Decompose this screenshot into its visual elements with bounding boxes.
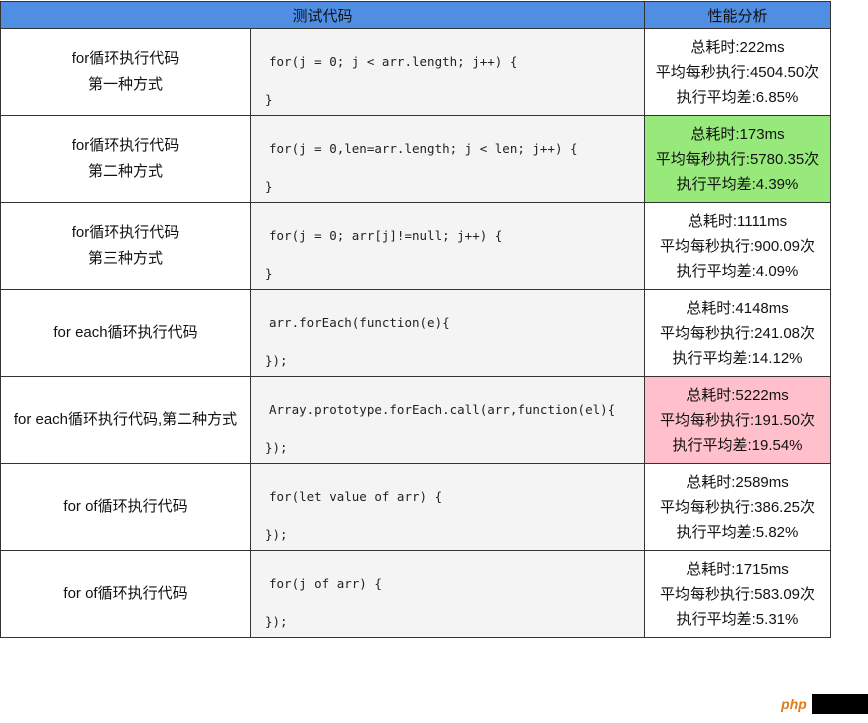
test-name-line: 第三种方式 [87,250,163,267]
total-time: 总耗时:1111ms [687,212,788,230]
ops-per-second: 平均每秒执行:5780.35次 [655,150,820,168]
code-line-open: for(j of arr) { [269,576,382,591]
mean-deviation: 执行平均差:4.09% [676,262,799,280]
total-time: 总耗时:2589ms [686,473,789,491]
perf-cell: 总耗时:5222ms 平均每秒执行:191.50次执行平均差:19.54% [644,376,831,464]
code-line-open: arr.forEach(function(e){ [269,315,450,330]
test-name-line: 第二种方式 [87,163,163,180]
mean-deviation: 执行平均差:5.82% [676,523,799,541]
code-cell: for(j of arr) {}); [250,550,645,638]
ops-per-second: 平均每秒执行:583.09次 [659,585,816,603]
code-line-open: for(j = 0,len=arr.length; j < len; j++) … [269,141,578,156]
perf-cell: 总耗时:1111ms 平均每秒执行:900.09次执行平均差:4.09% [644,202,831,290]
code-cell: for(let value of arr) {}); [250,463,645,551]
total-time: 总耗时:222ms [690,38,785,56]
test-name-cell: for each循环执行代码,第二种方式 [0,376,251,464]
test-name-line: for each循环执行代码,第二种方式 [13,411,238,428]
test-name-line: for of循环执行代码 [63,498,188,515]
perf-cell: 总耗时:222ms 平均每秒执行:4504.50次执行平均差:6.85% [644,28,831,116]
ops-per-second: 平均每秒执行:386.25次 [659,498,816,516]
code-line-close: }); [265,614,288,629]
total-time: 总耗时:1715ms [686,560,789,578]
test-name-line: for each循环执行代码 [53,324,198,341]
test-name-line: 第一种方式 [87,76,163,93]
code-line-close: } [265,92,273,107]
test-name-line: for循环执行代码 [71,50,180,67]
mean-deviation: 执行平均差:6.85% [676,88,799,106]
test-name-cell: for of循环执行代码 [0,550,251,638]
perf-cell: 总耗时:4148ms 平均每秒执行:241.08次执行平均差:14.12% [644,289,831,377]
test-name-cell: for each循环执行代码 [0,289,251,377]
code-cell: for(j = 0; arr[j]!=null; j++) {} [250,202,645,290]
mean-deviation: 执行平均差:5.31% [676,610,799,628]
ops-per-second: 平均每秒执行:4504.50次 [655,63,820,81]
test-name-line: for循环执行代码 [71,224,180,241]
perf-cell: 总耗时:173ms 平均每秒执行:5780.35次执行平均差:4.39% [644,115,831,203]
ops-per-second: 平均每秒执行:900.09次 [659,237,816,255]
total-time: 总耗时:5222ms [686,386,789,404]
code-line-open: for(j = 0; j < arr.length; j++) { [269,54,518,69]
test-name-line: for of循环执行代码 [63,585,188,602]
test-name-cell: for循环执行代码第三种方式 [0,202,251,290]
header-code: 测试代码 [0,1,645,29]
mean-deviation: 执行平均差:19.54% [672,436,803,454]
code-line-open: Array.prototype.forEach.call(arr,functio… [269,402,616,417]
perf-cell: 总耗时:2589ms 平均每秒执行:386.25次执行平均差:5.82% [644,463,831,551]
code-line-close: } [265,179,273,194]
table-row: for each循环执行代码 arr.forEach(function(e){})… [0,289,831,377]
table-row: for each循环执行代码,第二种方式 Array.prototype.forE… [0,376,831,464]
code-cell: for(j = 0; j < arr.length; j++) {} [250,28,645,116]
code-line-close: }); [265,527,288,542]
code-cell: arr.forEach(function(e){}); [250,289,645,377]
test-name-line: for循环执行代码 [71,137,180,154]
watermark-logo: php [776,694,868,714]
ops-per-second: 平均每秒执行:241.08次 [659,324,816,342]
header-row: 测试代码 性能分析 [0,1,831,29]
code-cell: for(j = 0,len=arr.length; j < len; j++) … [250,115,645,203]
code-line-close: } [265,266,273,281]
table-row: for循环执行代码第二种方式 for(j = 0,len=arr.length; … [0,115,831,203]
header-perf: 性能分析 [644,1,831,29]
mean-deviation: 执行平均差:4.39% [676,175,799,193]
code-line-open: for(let value of arr) { [269,489,443,504]
php-logo-text: php [776,694,812,714]
code-cell: Array.prototype.forEach.call(arr,functio… [250,376,645,464]
perf-cell: 总耗时:1715ms 平均每秒执行:583.09次执行平均差:5.31% [644,550,831,638]
test-name-cell: for of循环执行代码 [0,463,251,551]
test-name-cell: for循环执行代码第二种方式 [0,115,251,203]
code-line-close: }); [265,353,288,368]
code-line-close: }); [265,440,288,455]
test-name-cell: for循环执行代码第一种方式 [0,28,251,116]
ops-per-second: 平均每秒执行:191.50次 [659,411,816,429]
logo-bar [812,694,868,714]
code-line-open: for(j = 0; arr[j]!=null; j++) { [269,228,503,243]
total-time: 总耗时:173ms [690,125,785,143]
mean-deviation: 执行平均差:14.12% [672,349,803,367]
total-time: 总耗时:4148ms [686,299,789,317]
